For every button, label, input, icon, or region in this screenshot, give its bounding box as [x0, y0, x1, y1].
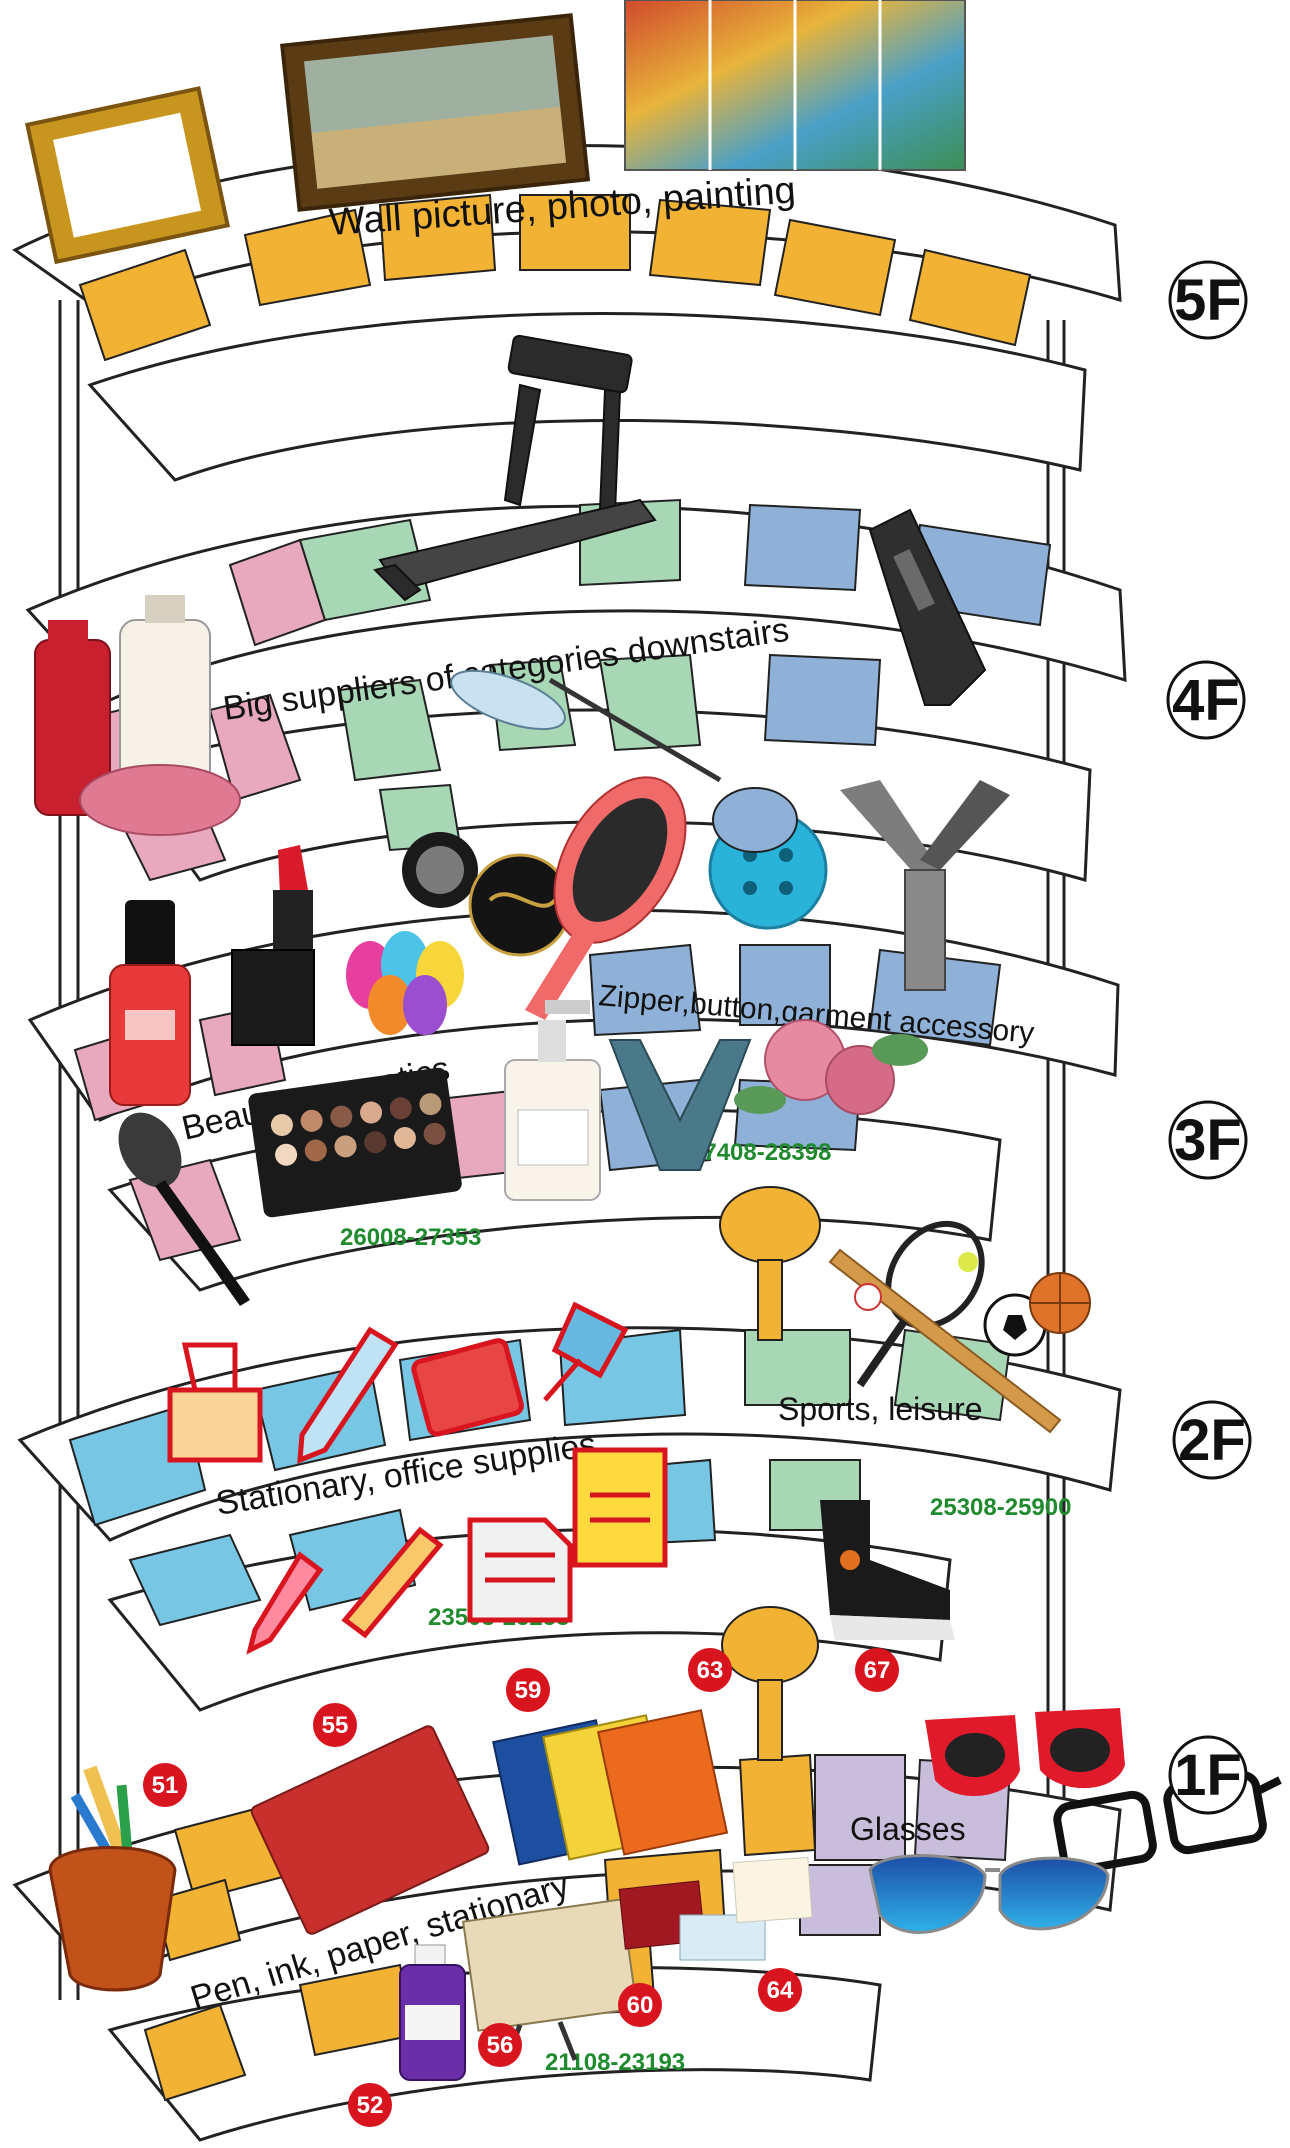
- shop-marker-63[interactable]: 63: [688, 1648, 732, 1692]
- tennis-racket-icon: [856, 1220, 985, 1388]
- shop-marker-label: 55: [322, 1712, 349, 1739]
- shop-marker-51[interactable]: 51: [143, 1763, 187, 1807]
- embroidered-patch-icon: [608, 1019, 928, 1171]
- info-post-2f: [719, 1186, 821, 1341]
- notebook-icon: [250, 1725, 490, 1935]
- shop-marker-60[interactable]: 60: [618, 1983, 662, 2027]
- canvas-painting-icon: [624, 0, 966, 171]
- notepad-icon: [572, 1447, 668, 1568]
- shop-marker-label: 59: [515, 1677, 542, 1704]
- eraser-icon: [411, 1338, 524, 1437]
- floor-3f: Beauty, cosmetics Zipper,button,garment …: [27, 776, 1248, 1306]
- zipper-icon: [840, 780, 1010, 991]
- zone-1f-glasses-label: Glasses: [850, 1811, 966, 1847]
- range-3f-beauty: 26008-27353: [340, 1224, 481, 1251]
- treadmill-icon: [373, 334, 657, 602]
- floor-badge-5f: 5F: [1168, 260, 1248, 340]
- svg-text:1F: 1F: [1174, 1743, 1242, 1808]
- floor-badge-1f: 1F: [1168, 1735, 1248, 1815]
- shop-marker-67[interactable]: 67: [855, 1648, 899, 1692]
- hair-brush-icon: [525, 776, 687, 1020]
- floor-5f: Wall picture, photo, painting 5F: [12, 0, 1248, 482]
- shop-marker-label: 60: [627, 1992, 654, 2019]
- shop-marker-label: 67: [864, 1657, 891, 1684]
- shop-marker-label: 64: [767, 1977, 794, 2004]
- ankle-brace-icon: [820, 1500, 955, 1640]
- binder-clip-icon: [167, 1342, 263, 1463]
- fishing-lure-icon: [450, 669, 722, 783]
- range-1f-pen: 21108-23193: [545, 2049, 685, 2076]
- lotion-bottle-icon: [34, 595, 241, 836]
- spiral-notebooks-icon: [492, 1709, 729, 1866]
- picture-frame-icon: [24, 86, 231, 265]
- zone-2f-sports-label: Sports, leisure: [778, 1391, 983, 1427]
- info-post-3f: [712, 787, 798, 853]
- floor-badge-3f: 3F: [1168, 1100, 1248, 1180]
- makeup-brush-icon: [118, 1112, 250, 1306]
- basketball-icon: [1029, 1272, 1091, 1334]
- shop-markers: 51 52 55 56 59 60 63 64 67: [143, 1648, 899, 2127]
- eyeshadow-palette-icon: [248, 1067, 462, 1218]
- pencil-icon: [297, 1326, 399, 1464]
- svg-text:5F: 5F: [1174, 268, 1242, 333]
- paint-bottle-icon: [399, 1944, 466, 2081]
- floor-1f: Pen, ink, paper, stationary Glasses 2110…: [12, 1606, 1282, 2142]
- shop-marker-56[interactable]: 56: [478, 2023, 522, 2067]
- range-3f-garment: 27408-28398: [690, 1139, 831, 1166]
- pen-icon: [246, 1551, 324, 1655]
- floor-2f: Stationary, office supplies Sports, leis…: [17, 1186, 1252, 1712]
- svg-text:2F: 2F: [1178, 1408, 1246, 1473]
- painting-icon: [280, 13, 591, 212]
- document-icon: [467, 1517, 573, 1623]
- shop-marker-label: 51: [152, 1772, 179, 1799]
- svg-text:3F: 3F: [1174, 1108, 1242, 1173]
- floor-badge-4f: 4F: [1166, 660, 1246, 740]
- ruler-icon: [341, 1526, 444, 1639]
- compact-mirror-icon: [402, 832, 572, 957]
- shop-marker-55[interactable]: 55: [313, 1703, 357, 1747]
- shop-marker-label: 56: [487, 2032, 514, 2059]
- sunglasses-icon: [925, 1708, 1125, 1797]
- push-pin-icon: [543, 1301, 629, 1402]
- baseball-bat-icon: [828, 1248, 1062, 1434]
- shop-marker-label: 63: [697, 1657, 724, 1684]
- floor-4f: Big suppliers of categories downstairs: [25, 334, 1246, 882]
- range-2f-sports: 25308-25900: [930, 1494, 1071, 1521]
- nail-polish-icon: [109, 900, 191, 1106]
- thank-you-card-icon: [618, 1856, 813, 1961]
- lotion-bottle-icon: [504, 1000, 601, 1201]
- shop-marker-59[interactable]: 59: [506, 1668, 550, 1712]
- info-post-1f: [721, 1606, 819, 1761]
- shop-marker-64[interactable]: 64: [758, 1968, 802, 2012]
- svg-text:4F: 4F: [1172, 668, 1240, 733]
- shop-marker-label: 52: [357, 2092, 384, 2119]
- makeup-sponge-icon: [346, 931, 464, 1035]
- zipper-pull-icon: [868, 508, 987, 706]
- sunglasses-icon: [868, 1854, 1110, 1934]
- shop-marker-52[interactable]: 52: [348, 2083, 392, 2127]
- pencil-cup-icon: [48, 1765, 177, 1992]
- sketch-board-icon: [461, 1898, 639, 2066]
- zone-5f-shops: [78, 193, 1032, 362]
- floor-badge-2f: 2F: [1172, 1400, 1252, 1480]
- lipstick-icon: [231, 845, 315, 1046]
